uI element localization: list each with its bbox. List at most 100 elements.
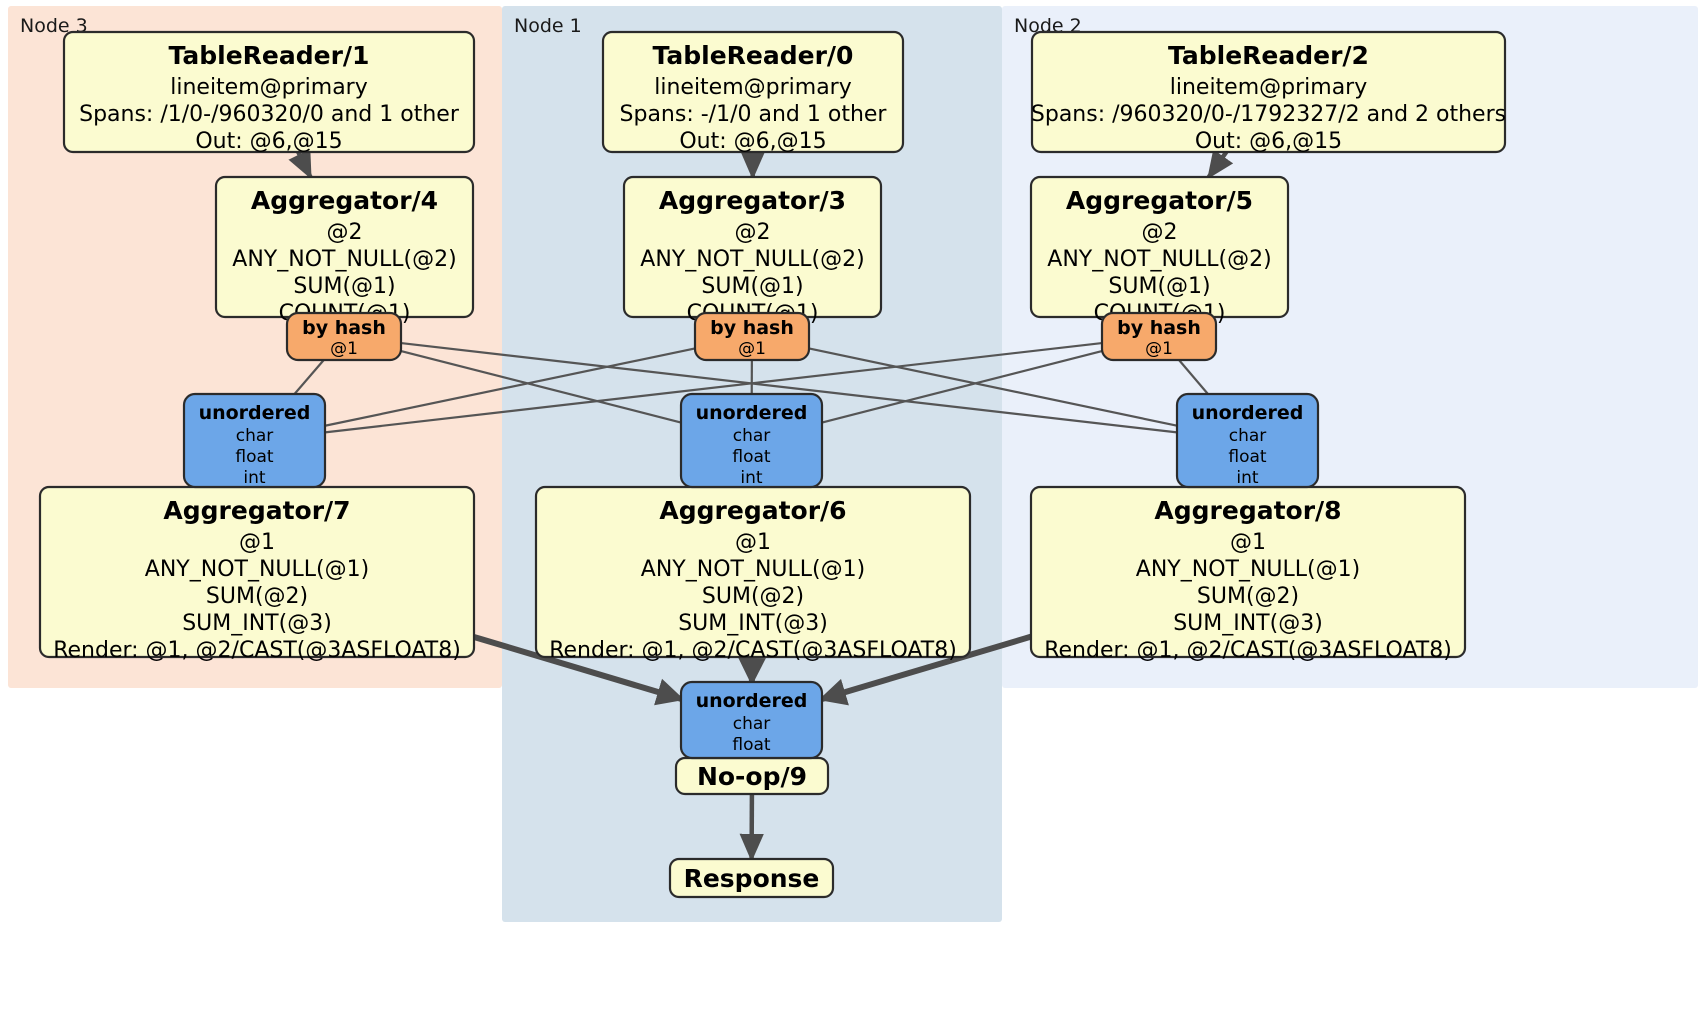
hash-router-line: @1 (330, 339, 358, 359)
processor-title: Aggregator/8 (1154, 496, 1341, 525)
hash-router-line: @1 (1145, 339, 1173, 359)
processor-title: TableReader/0 (653, 41, 854, 70)
hash-router-title: by hash (1117, 317, 1201, 339)
processor-line: SUM(@2) (206, 584, 308, 609)
processor-background[interactable] (668, 857, 835, 899)
edge-agg7-to-unfinal (473, 634, 685, 706)
stream-router-background[interactable] (679, 680, 824, 760)
stream-router-line: float (1228, 447, 1267, 467)
stream-router-line: int (1236, 468, 1258, 488)
processor-line: @1 (239, 530, 275, 555)
edge-tr1-to-agg4 (288, 149, 313, 180)
processor-background[interactable] (1030, 30, 1507, 154)
processor-title: Aggregator/3 (659, 186, 846, 215)
processor-line: SUM_INT(@3) (1173, 611, 1323, 636)
edge-hash5-to-un7 (324, 341, 1103, 434)
processor-line: @1 (1230, 530, 1266, 555)
processor-line: SUM(@2) (1197, 584, 1299, 609)
hash-router-line: @1 (738, 339, 766, 359)
processor-line: Out: @6,@15 (679, 129, 826, 154)
processor-title: Aggregator/4 (251, 186, 438, 215)
processor-line: SUM(@1) (701, 274, 803, 299)
processor-line: lineitem@primary (170, 75, 368, 100)
stream-router-title: unordered (696, 690, 808, 712)
processor-agg6[interactable]: Aggregator/6@1ANY_NOT_NULL(@1)SUM(@2)SUM… (534, 485, 972, 663)
edge-tr2-to-agg5 (1206, 149, 1234, 180)
edge-hash5-to-un6 (821, 349, 1103, 424)
processor-line: ANY_NOT_NULL(@2) (1047, 247, 1271, 272)
processor-title: Aggregator/5 (1066, 186, 1253, 215)
processor-title: Response (684, 864, 820, 893)
processor-line: Render: @1, @2/CAST(@3ASFLOAT8) (53, 638, 461, 663)
edge-hash4-to-un8 (400, 341, 1178, 434)
processor-agg3[interactable]: Aggregator/3@2ANY_NOT_NULL(@2)SUM(@1)COU… (622, 175, 883, 326)
stream-router-line: char (733, 714, 771, 734)
edge-hash3-to-un8 (808, 347, 1178, 427)
processor-line: Spans: /960320/0-/1792327/2 and 2 others (1031, 102, 1506, 127)
processor-title: Aggregator/6 (659, 496, 846, 525)
processor-line: Out: @6,@15 (1195, 129, 1342, 154)
edge-agg8-to-unfinal (818, 633, 1032, 706)
processor-line: Spans: /1/0-/960320/0 and 1 other (79, 102, 460, 127)
processor-line: lineitem@primary (1170, 75, 1368, 100)
processor-line: SUM_INT(@3) (678, 611, 828, 636)
processor-line: ANY_NOT_NULL(@1) (641, 557, 865, 582)
edge-hash3-to-un7 (324, 347, 696, 427)
hash-router-background[interactable] (693, 311, 811, 362)
stream-router-background[interactable] (1175, 392, 1320, 489)
edge-hash4-to-un7 (293, 359, 325, 395)
processor-background[interactable] (62, 30, 476, 154)
processor-agg4[interactable]: Aggregator/4@2ANY_NOT_NULL(@2)SUM(@1)COU… (214, 175, 475, 326)
processor-line: ANY_NOT_NULL(@2) (232, 247, 456, 272)
edges-layer (288, 149, 1234, 862)
processor-line: @2 (735, 220, 771, 245)
stream-router-line: int (243, 468, 265, 488)
stream-router-line: float (732, 735, 771, 755)
stream-router-line: char (733, 426, 771, 446)
stream-router-background[interactable] (182, 392, 327, 489)
processor-noop9[interactable]: No-op/9 (674, 756, 830, 796)
processor-line: Spans: -/1/0 and 1 other (620, 102, 888, 127)
stream-router-background[interactable] (679, 392, 824, 489)
processor-agg7[interactable]: Aggregator/7 @1ANY_NOT_NULL(@1)SUM(@2)SUM… (38, 485, 476, 663)
processor-line: @2 (327, 220, 363, 245)
stream-router-title: unordered (696, 402, 808, 424)
processor-title: Aggregator/7 (163, 496, 350, 525)
hash-router-hash4[interactable]: by hash@1 (285, 311, 403, 362)
hash-router-hash3[interactable]: by hash@1 (693, 311, 811, 362)
stream-router-title: unordered (1192, 402, 1304, 424)
processor-agg8[interactable]: Aggregator/8@1ANY_NOT_NULL(@1)SUM(@2)SUM… (1029, 485, 1467, 663)
processor-response[interactable]: Response (668, 857, 835, 899)
processor-agg5[interactable]: Aggregator/5@2ANY_NOT_NULL(@2)SUM(@1)COU… (1029, 175, 1290, 326)
hash-router-background[interactable] (285, 311, 403, 362)
stream-router-line: float (732, 447, 771, 467)
stream-router-line: char (236, 426, 274, 446)
processor-line: @2 (1142, 220, 1178, 245)
processor-line: lineitem@primary (654, 75, 852, 100)
edge-hash5-to-un8 (1178, 359, 1209, 395)
hash-router-title: by hash (710, 317, 794, 339)
processor-line: Out: @6,@15 (195, 129, 342, 154)
hash-router-hash5[interactable]: by hash@1 (1100, 311, 1218, 362)
processor-line: Render: @1, @2/CAST(@3ASFLOAT8) (1044, 638, 1452, 663)
hash-router-title: by hash (302, 317, 386, 339)
node-panel-label: Node 1 (514, 15, 582, 37)
processor-line: Render: @1, @2/CAST(@3ASFLOAT8) (549, 638, 957, 663)
processor-line: ANY_NOT_NULL(@2) (640, 247, 864, 272)
stream-router-line: char (1229, 426, 1267, 446)
processor-background[interactable] (601, 30, 905, 154)
processor-title: TableReader/1 (169, 41, 370, 70)
hash-router-background[interactable] (1100, 311, 1218, 362)
processor-line: ANY_NOT_NULL(@1) (145, 557, 369, 582)
processor-title: TableReader/2 (1168, 41, 1369, 70)
processor-line: SUM_INT(@3) (182, 611, 332, 636)
